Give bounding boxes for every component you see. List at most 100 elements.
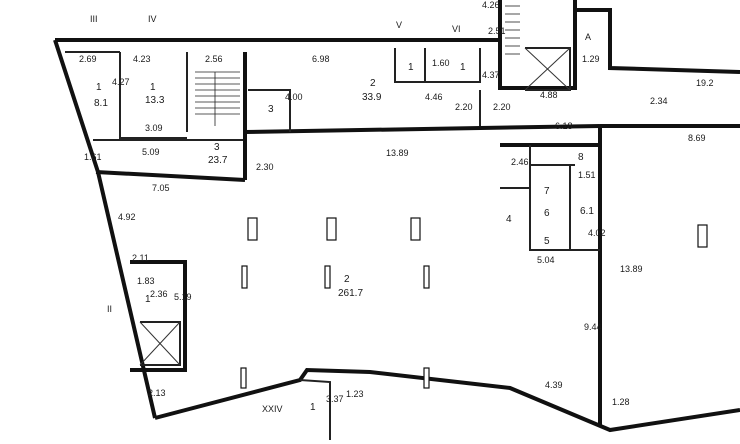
dimension: 4.23 (133, 54, 151, 64)
dimension: 2.69 (79, 54, 97, 64)
room-areas: 8.1 13.3 33.9 23.7 261.7 6.1 (94, 92, 594, 299)
dimension: 13.89 (386, 148, 409, 158)
lift-cross-2 (139, 321, 181, 366)
room-number: 1 (310, 402, 316, 413)
dimensions: 2.69 4.27 4.23 2.56 6.98 1.60 4.37 2.51 … (79, 0, 714, 407)
dimension: 13.89 (620, 264, 643, 274)
room-number: 1 (145, 294, 151, 305)
room-number: 6 (544, 208, 550, 219)
dimension: 9.44 (584, 322, 602, 332)
column (240, 367, 247, 389)
column (326, 217, 337, 241)
dimension: 4.26 (482, 0, 500, 10)
lift-shaft (140, 321, 181, 366)
room-area: 13.3 (145, 95, 165, 106)
walls (53, 0, 740, 440)
room-number: 7 (544, 186, 550, 197)
dimension: 4.46 (425, 92, 443, 102)
dimension: 2.20 (493, 102, 511, 112)
staircase-top (505, 5, 520, 55)
dimension: 4.02 (588, 228, 606, 238)
lift-top-cross-2 (524, 47, 571, 91)
column (241, 265, 248, 289)
room-area: 23.7 (208, 155, 228, 166)
dimension: 2.30 (256, 162, 274, 172)
column (247, 217, 258, 241)
dimension: 4.88 (540, 90, 558, 100)
left-outer-wall (53, 39, 157, 419)
stair-block-wall (498, 0, 577, 90)
staircase-left (195, 71, 240, 126)
room-area: 33.9 (362, 92, 382, 103)
dimension: 1.23 (346, 389, 364, 399)
dimension: 5.04 (537, 255, 555, 265)
dimension: 1.28 (612, 397, 630, 407)
axis-label: VI (452, 24, 461, 34)
dimension: 4.92 (118, 212, 136, 222)
dimension: 3.09 (145, 123, 163, 133)
wc-block (529, 145, 600, 251)
room-number: 2 (344, 274, 350, 285)
axis-label: V (396, 20, 402, 30)
axis-label: XXIV (262, 404, 283, 414)
lift-shaft-top (525, 47, 571, 91)
dimension: 3.37 (326, 394, 344, 404)
axis-label: III (90, 14, 98, 24)
axis-label: A (585, 32, 591, 42)
dimension: 4.37 (482, 70, 500, 80)
columns (240, 217, 708, 389)
top-right-wall (575, 8, 740, 74)
dimension: 5.19 (174, 292, 192, 302)
room1-wall (119, 52, 187, 139)
dimension: 6.18 (555, 121, 573, 131)
dimension: 2.13 (148, 388, 166, 398)
dimension: 4.27 (112, 77, 130, 87)
room-number: 5 (544, 236, 550, 247)
axis-labels: III IV V VI A II XXIV (90, 14, 591, 414)
dimension: 7.05 (152, 183, 170, 193)
lift-room-wall (130, 260, 187, 372)
room-numbers: 1 1 3 1 1 2 3 2 4 5 6 7 8 1 1 (96, 62, 584, 413)
dimension: 8.69 (688, 133, 706, 143)
small-rooms-wall (394, 48, 481, 83)
dimension: 2.11 (132, 253, 149, 263)
dimension: 2.20 (455, 102, 473, 112)
room-number: 1 (460, 62, 466, 73)
room-number: 3 (268, 104, 274, 115)
column (423, 367, 430, 389)
dimension: 1.83 (137, 276, 155, 286)
wc3-wall (248, 89, 291, 132)
dimension: 2.56 (205, 54, 223, 64)
room-area: 6.1 (580, 206, 594, 217)
dimension: 6.98 (312, 54, 330, 64)
axis-label: II (107, 304, 112, 314)
room-number: 8 (578, 152, 584, 163)
column (324, 265, 331, 289)
hall-top-wall (95, 170, 246, 182)
dimension: 4.39 (545, 380, 563, 390)
axis-label: IV (148, 14, 157, 24)
dimension: 1.29 (582, 54, 600, 64)
room-area: 261.7 (338, 288, 363, 299)
dimension: 2.46 (511, 157, 529, 167)
column (697, 224, 708, 248)
room-number: 2 (370, 78, 376, 89)
column (410, 217, 421, 241)
mid-wall (244, 124, 601, 134)
dimension: 1.51 (578, 170, 596, 180)
column (423, 265, 430, 289)
dimension: 1.61 (84, 152, 102, 162)
room-area: 8.1 (94, 98, 108, 109)
dimension: 1.60 (432, 58, 450, 68)
room-xxiv-wall (299, 379, 331, 440)
dimension: 19.2 (696, 78, 714, 88)
room-number: 1 (96, 82, 102, 93)
room-number: 1 (408, 62, 414, 73)
dimension: 2.34 (650, 96, 668, 106)
dimension: 4.00 (285, 92, 303, 102)
room-number: 4 (506, 214, 512, 225)
dimension: 2.51 (488, 26, 506, 36)
dimension: 5.09 (142, 147, 160, 157)
room-number: 1 (150, 82, 156, 93)
